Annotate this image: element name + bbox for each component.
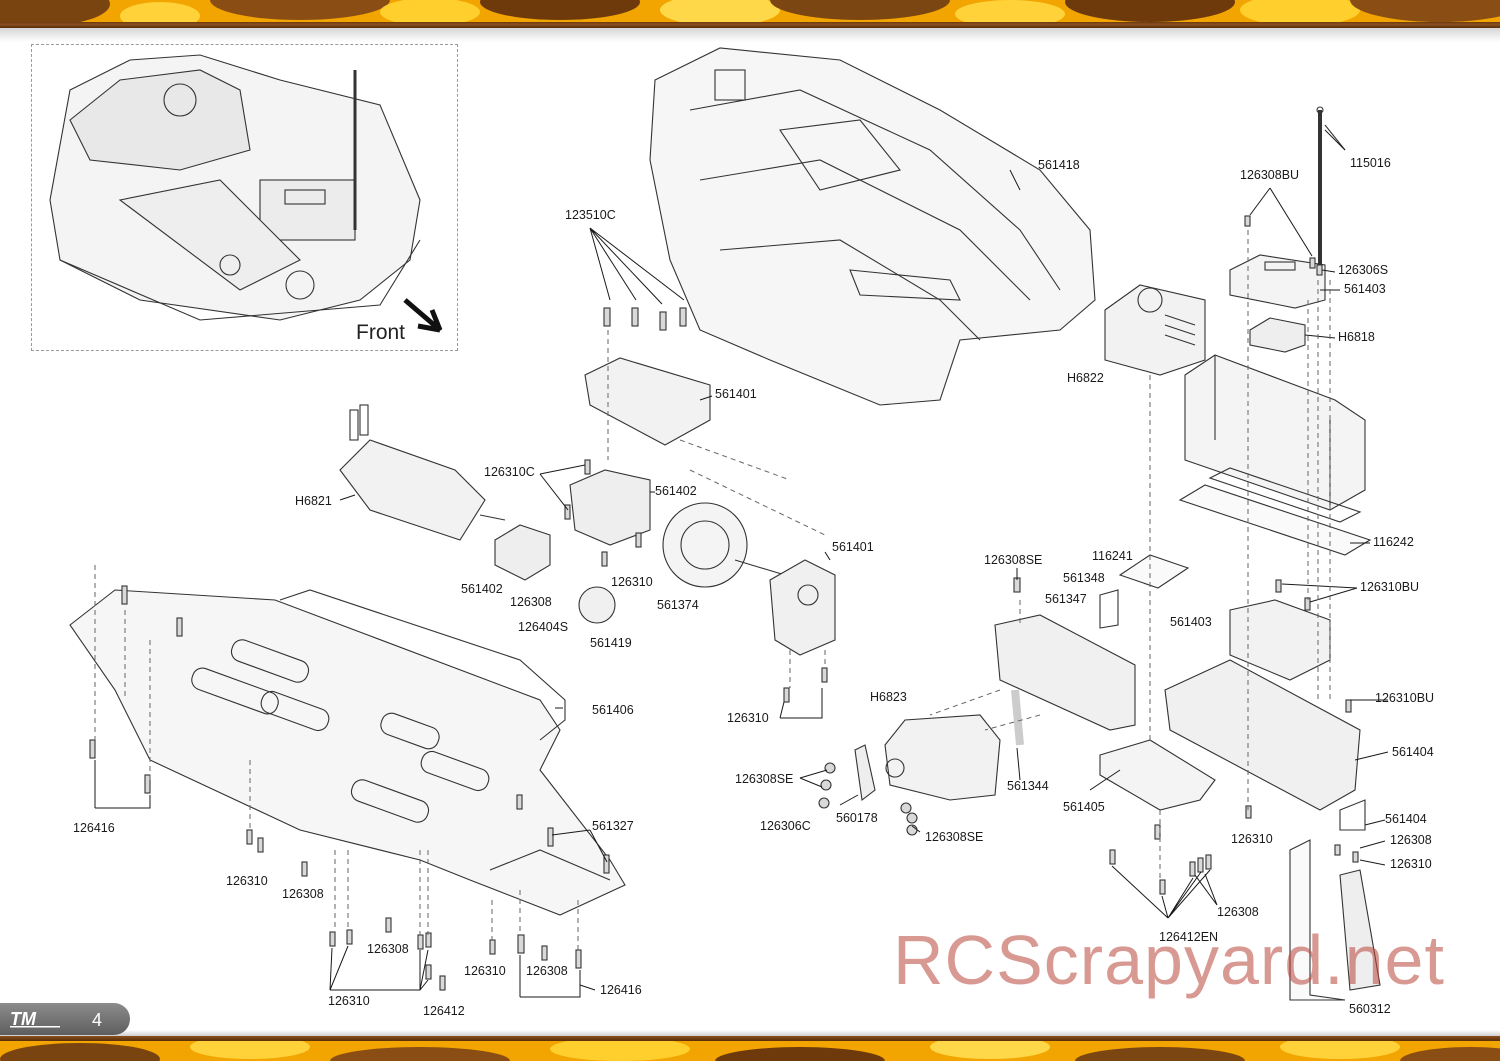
part-label-123510c: 123510C <box>565 208 616 222</box>
part-label-126416-left: 126416 <box>73 821 115 835</box>
part-label-126308-a: 126308 <box>510 595 552 609</box>
part-label-560312: 560312 <box>1349 1002 1391 1016</box>
part-label-561347: 561347 <box>1045 592 1087 606</box>
part-label-126310-c: 126310 <box>1231 832 1273 846</box>
watermark-text: RCScrapyard.net <box>893 921 1445 999</box>
motor-drawing <box>339 404 506 541</box>
part-label-561374: 561374 <box>657 598 699 612</box>
part-label-561401-top: 561401 <box>715 387 757 401</box>
part-label-126310-e: 126310 <box>226 874 268 888</box>
brand-logo: TM <box>8 1008 68 1030</box>
part-label-561401-mid: 561401 <box>832 540 874 554</box>
part-label-561327: 561327 <box>592 819 634 833</box>
part-label-115016: 115016 <box>1350 156 1391 170</box>
front-arrow-icon <box>403 298 443 333</box>
footer-decoration <box>0 1041 1500 1061</box>
part-label-561403-top: 561403 <box>1344 282 1386 296</box>
part-label-h6818: H6818 <box>1338 330 1375 344</box>
part-label-126308bu: 126308BU <box>1240 168 1300 182</box>
chassis-plate-drawing <box>69 589 626 916</box>
part-label-561402-upper: 561402 <box>655 484 697 498</box>
part-label-126310-d: 126310 <box>1390 857 1432 871</box>
front-direction-label: Front <box>356 321 406 344</box>
part-label-126308se-bottom: 126308SE <box>925 830 984 844</box>
part-label-116242: 116242 <box>1373 535 1414 549</box>
part-label-126412en: 126412EN <box>1159 930 1219 944</box>
part-label-561402-lower: 561402 <box>461 582 503 596</box>
part-label-116241: 116241 <box>1092 549 1133 563</box>
part-label-126308-e: 126308 <box>367 942 409 956</box>
body-shell-drawing <box>649 47 1096 406</box>
part-label-126306c: 126306C <box>760 819 811 833</box>
part-label-h6823: H6823 <box>870 690 907 704</box>
part-label-561404-lower: 561404 <box>1385 812 1427 826</box>
header-shadow <box>0 28 1500 42</box>
part-label-126308se-left: 126308SE <box>735 772 794 786</box>
part-label-126308-f: 126308 <box>526 964 568 978</box>
part-label-561348: 561348 <box>1063 571 1105 585</box>
part-label-126310bu-lower: 126310BU <box>1375 691 1435 705</box>
assembled-view-inset <box>31 44 458 351</box>
part-label-561405: 561405 <box>1063 800 1105 814</box>
svg-text:TM: TM <box>10 1009 37 1029</box>
assembled-car-drawing <box>49 54 421 321</box>
part-label-h6822: H6822 <box>1067 371 1104 385</box>
part-label-561404-upper: 561404 <box>1392 745 1434 759</box>
part-label-126310-b: 126310 <box>727 711 769 725</box>
footer-rule <box>0 1036 1500 1041</box>
part-label-561406: 561406 <box>592 703 634 717</box>
part-label-h6821: H6821 <box>295 494 332 508</box>
part-label-561418: 561418 <box>1038 158 1080 172</box>
part-label-126310-a: 126310 <box>611 575 653 589</box>
part-label-126310-f: 126310 <box>464 964 506 978</box>
part-label-561403-mid: 561403 <box>1170 615 1212 629</box>
header-decoration <box>0 0 1500 22</box>
part-label-126308-c: 126308 <box>282 887 324 901</box>
part-label-561419: 561419 <box>590 636 632 650</box>
part-label-126308se-top: 126308SE <box>984 553 1043 567</box>
part-label-126308-b: 126308 <box>1390 833 1432 847</box>
part-label-126308-d: 126308 <box>1217 905 1259 919</box>
part-label-560178: 560178 <box>836 811 878 825</box>
page-number: 4 <box>92 1010 103 1030</box>
part-label-126306s: 126306S <box>1338 263 1389 277</box>
part-label-561344: 561344 <box>1007 779 1049 793</box>
header-rule <box>0 22 1500 28</box>
part-label-126310c: 126310C <box>484 465 535 479</box>
part-label-126416-bottom: 126416 <box>600 983 642 997</box>
esc-drawing <box>1104 284 1206 376</box>
footer-shadow <box>0 1030 1500 1036</box>
part-label-126404s: 126404S <box>518 620 569 634</box>
page-number-tab <box>0 1003 130 1035</box>
part-label-126310bu-upper: 126310BU <box>1360 580 1420 594</box>
part-label-126412: 126412 <box>423 1004 465 1018</box>
part-label-126310-g: 126310 <box>328 994 370 1008</box>
